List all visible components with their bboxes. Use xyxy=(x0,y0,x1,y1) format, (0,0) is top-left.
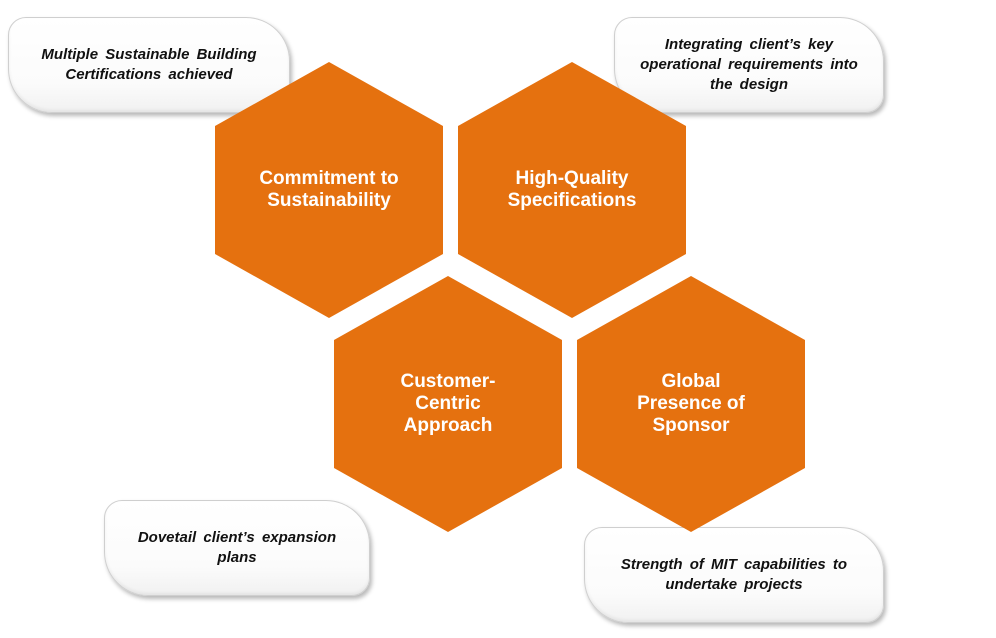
callout-mit-capabilities-text: Strength of MIT capabilities to undertak… xyxy=(620,556,848,593)
hexagon-global-presence: Global Presence of Sponsor xyxy=(577,276,805,532)
hexagon-customer-centric-label: Customer-Centric Approach xyxy=(400,371,496,436)
hexagon-specifications-label: High-Quality Specifications xyxy=(507,168,637,211)
callout-operational-requirements-text: Integrating client’s key operational req… xyxy=(640,36,858,93)
callout-operational-requirements: Integrating client’s key operational req… xyxy=(614,17,884,113)
hexagon-sustainability-label: Commitment to Sustainability xyxy=(259,168,399,211)
callout-expansion-plans-text: Dovetail client’s expansion plans xyxy=(137,529,337,566)
hexagon-global-presence-label: Global Presence of Sponsor xyxy=(637,371,745,436)
callout-mit-capabilities: Strength of MIT capabilities to undertak… xyxy=(584,527,884,623)
callout-certifications: Multiple Sustainable Building Certificat… xyxy=(8,17,290,113)
callout-certifications-text: Multiple Sustainable Building Certificat… xyxy=(41,46,257,83)
callout-expansion-plans: Dovetail client’s expansion plans xyxy=(104,500,370,596)
hexagon-customer-centric: Customer-Centric Approach xyxy=(334,276,562,532)
